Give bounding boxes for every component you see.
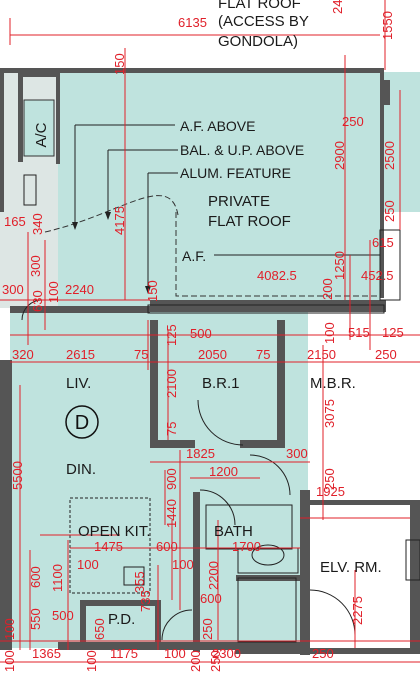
dim-900: 900 bbox=[164, 468, 179, 490]
dim-600: 600 bbox=[156, 539, 178, 554]
dim-1825: 1825 bbox=[186, 446, 215, 461]
dim-100d: 100 bbox=[172, 557, 194, 572]
dim-250: 250 bbox=[342, 114, 364, 129]
dim-200b: 200 bbox=[188, 650, 203, 672]
dim-150: 150 bbox=[112, 53, 127, 75]
note-af: A.F. bbox=[182, 248, 206, 264]
note-private-flat-roof-1: PRIVATE bbox=[208, 193, 270, 210]
dim-125: 125 bbox=[164, 324, 179, 346]
dim-24: 24 bbox=[330, 0, 345, 14]
dim-3075: 3075 bbox=[322, 399, 337, 428]
dimension-texts: 6135 24 1550 150 250 2900 2500 250 4175 … bbox=[2, 0, 404, 672]
dim-100: 100 bbox=[46, 281, 61, 303]
private-flat-roof-area bbox=[58, 72, 380, 307]
dim-550: 550 bbox=[28, 608, 43, 630]
dim-4082-5: 4082.5 bbox=[257, 268, 297, 283]
dim-500b: 500 bbox=[52, 608, 74, 623]
dim-650: 650 bbox=[92, 618, 107, 640]
room-label-br1: B.R.1 bbox=[202, 375, 240, 392]
unit-marker-circle bbox=[65, 405, 99, 439]
dim-2200: 2200 bbox=[206, 561, 221, 590]
room-label-elv-rm: ELV. RM. bbox=[320, 559, 382, 576]
dim-100f: 100 bbox=[2, 650, 17, 672]
note-flat-roof-3: GONDOLA) bbox=[218, 33, 298, 50]
dim-1550: 1550 bbox=[380, 11, 395, 40]
dim-75c: 75 bbox=[164, 422, 179, 436]
ac-unit bbox=[23, 99, 55, 157]
dim-2275: 2275 bbox=[350, 596, 365, 625]
dim-300c: 300 bbox=[286, 446, 308, 461]
dim-100g: 100 bbox=[164, 646, 186, 661]
dim-250d: 250 bbox=[322, 468, 337, 490]
dim-1475: 1475 bbox=[94, 539, 123, 554]
dim-615: 615 bbox=[372, 235, 394, 250]
unit-letter: D bbox=[75, 412, 89, 434]
dim-735: 735 bbox=[138, 590, 153, 612]
room-label-pd: P.D. bbox=[108, 611, 135, 628]
dim-1925: 1925 bbox=[316, 484, 345, 499]
dim-515: 515 bbox=[348, 325, 370, 340]
dim-2500: 2500 bbox=[382, 141, 397, 170]
dim-1100: 1100 bbox=[50, 564, 65, 592]
dim-300: 300 bbox=[28, 255, 43, 277]
dim-2100: 2100 bbox=[164, 369, 179, 398]
dim-200: 200 bbox=[320, 278, 335, 300]
dim-600c: 600 bbox=[200, 591, 222, 606]
dim-6135: 6135 bbox=[178, 15, 207, 30]
dim-165: 165 bbox=[4, 214, 26, 229]
dim-500: 500 bbox=[190, 326, 212, 341]
dim-1200: 1200 bbox=[209, 464, 238, 479]
room-label-open-kit: OPEN KIT. bbox=[78, 523, 151, 540]
dim-340: 340 bbox=[30, 213, 45, 235]
dim-100e: 100 bbox=[2, 618, 17, 640]
dim-100b: 100 bbox=[322, 322, 337, 344]
dim-2150: 2150 bbox=[307, 347, 336, 362]
dim-630: 630 bbox=[30, 290, 45, 312]
dim-250f: 250 bbox=[312, 646, 334, 661]
dim-600b: 600 bbox=[28, 566, 43, 588]
dim-250g: 250 bbox=[208, 650, 223, 672]
note-private-flat-roof-2: FLAT ROOF bbox=[208, 213, 291, 230]
dim-125b: 125 bbox=[382, 325, 404, 340]
room-label-din: DIN. bbox=[66, 461, 96, 478]
dim-300b: 300 bbox=[2, 282, 24, 297]
dim-2050: 2050 bbox=[198, 347, 227, 362]
dim-2300: 2300 bbox=[212, 646, 241, 661]
dim-1250: 1250 bbox=[332, 251, 347, 280]
room-label-mbr: M.B.R. bbox=[310, 375, 356, 392]
dim-250b: 250 bbox=[382, 200, 397, 222]
note-flat-roof-1: FLAT ROOF bbox=[218, 0, 301, 12]
dim-100h: 100 bbox=[84, 650, 99, 672]
dim-5500: 5500 bbox=[10, 461, 25, 490]
dim-250e: 250 bbox=[200, 618, 215, 640]
room-label-liv: LIV. bbox=[66, 375, 91, 392]
dim-1700: 1700 bbox=[232, 539, 261, 554]
note-flat-roof-2: (ACCESS BY bbox=[218, 13, 309, 30]
dim-355: 355 bbox=[132, 571, 147, 593]
dim-1440: 1440 bbox=[164, 499, 179, 528]
room-label-ac: A/C bbox=[33, 122, 50, 147]
note-af-above: A.F. ABOVE bbox=[180, 118, 255, 134]
dim-250c: 250 bbox=[375, 347, 397, 362]
note-bal-up-above: BAL. & U.P. ABOVE bbox=[180, 142, 304, 158]
dim-75: 75 bbox=[134, 347, 148, 362]
dim-100c: 100 bbox=[77, 557, 99, 572]
dim-150b: 150 bbox=[145, 280, 160, 302]
dim-452-5: 452.5 bbox=[361, 268, 394, 283]
dim-1365: 1365 bbox=[32, 646, 61, 661]
dim-320: 320 bbox=[12, 347, 34, 362]
dim-4175: 4175 bbox=[112, 206, 127, 235]
note-alum-feature: ALUM. FEATURE bbox=[180, 165, 291, 181]
dim-1175: 1175 bbox=[110, 646, 138, 661]
room-label-bath: BATH bbox=[214, 523, 253, 540]
dim-2240: 2240 bbox=[65, 282, 94, 297]
dim-75b: 75 bbox=[256, 347, 270, 362]
dim-2615: 2615 bbox=[66, 347, 95, 362]
dim-2900: 2900 bbox=[332, 141, 347, 170]
